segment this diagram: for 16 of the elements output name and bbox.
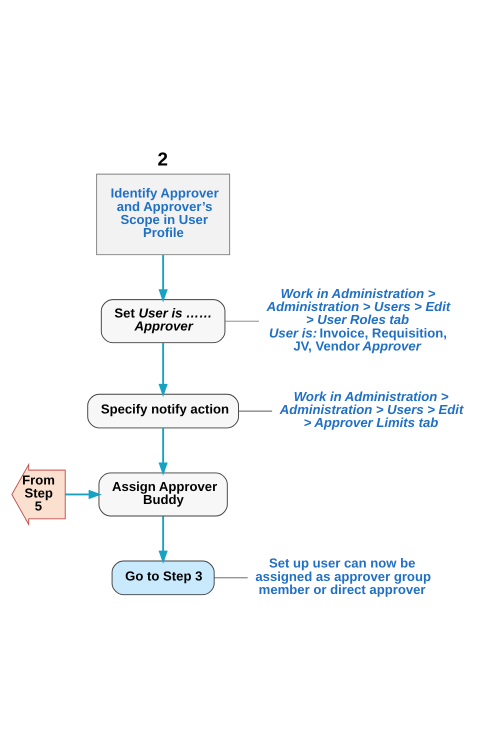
- arrow: [158, 342, 168, 397]
- node-text: Work in Administration > Administration > Users > Edit > Approver Limits tab: [280, 388, 464, 430]
- node-text: Set up user can now be assigned as approver group member or direct approver: [255, 556, 431, 597]
- arrow: [158, 428, 168, 476]
- arrow: [158, 516, 168, 564]
- node-text: Work in Administration > Administration > Users > Edit > User Roles tab User is: Invoice, Requisition, JV, Vendor Approver: [266, 286, 450, 354]
- connector: [214, 577, 248, 578]
- connector: [224, 320, 260, 322]
- node-box: Assign Approver Buddy: [98, 472, 228, 516]
- arrow: [65, 490, 102, 500]
- node-box: Specify notify action: [87, 394, 239, 428]
- node-box: Set User is …… Approver: [100, 299, 226, 344]
- arrow: [158, 254, 168, 302]
- node-label: 2: [158, 148, 168, 170]
- connector: [238, 410, 273, 412]
- node-box: Go to Step 3: [112, 560, 215, 596]
